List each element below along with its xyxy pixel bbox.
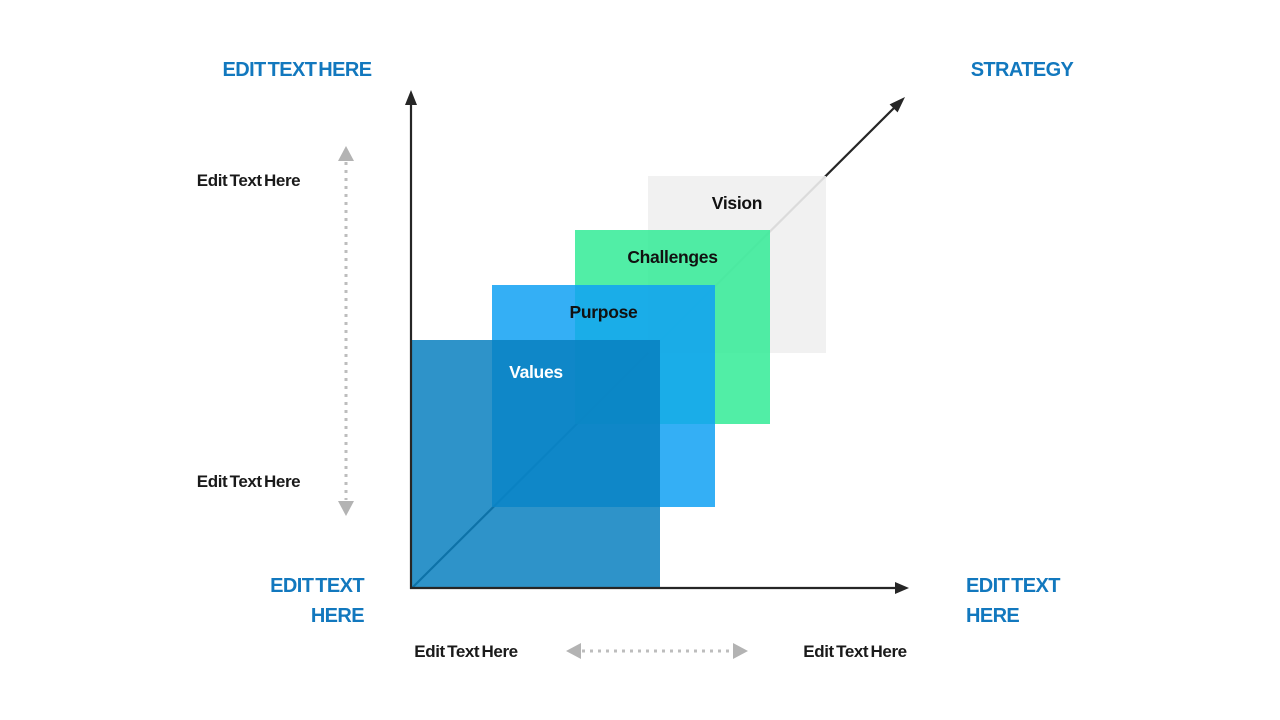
vertical-range-down-arrowhead-icon [338, 501, 354, 516]
purpose-label[interactable]: Purpose [569, 302, 638, 322]
horizontal-range-left-arrowhead-icon [566, 643, 581, 659]
x-axis-arrowhead-icon [895, 582, 909, 594]
vertical-range-up-arrowhead-icon [338, 146, 354, 161]
top-left-header-placeholder[interactable]: EDIT TEXT HERE [222, 59, 373, 81]
bottom-left-corner-header[interactable]: EDIT TEXT HERE [164, 571, 364, 631]
values-label[interactable]: Values [509, 362, 563, 382]
challenges-label[interactable]: Challenges [627, 247, 718, 267]
bottom-right-corner-header[interactable]: EDIT TEXT HERE [966, 571, 1166, 631]
horizontal-range-right-arrowhead-icon [733, 643, 748, 659]
bottom-axis-right-placeholder[interactable]: Edit Text Here [803, 642, 907, 661]
bottom-axis-left-placeholder[interactable]: Edit Text Here [414, 642, 518, 661]
values-square[interactable]: Values [412, 340, 660, 588]
diagonal-arrowhead-icon [889, 97, 905, 113]
left-axis-bottom-placeholder[interactable]: Edit Text Here [196, 472, 301, 491]
bottom-right-corner-line1: EDIT TEXT [966, 575, 1060, 597]
left-axis-top-placeholder[interactable]: Edit Text Here [196, 171, 301, 190]
bottom-right-corner-line2: HERE [966, 605, 1020, 627]
strategy-header[interactable]: STRATEGY [970, 59, 1074, 81]
bottom-left-corner-line2: HERE [310, 605, 365, 627]
vision-label[interactable]: Vision [711, 193, 763, 213]
y-axis-arrowhead-icon [405, 90, 417, 105]
bottom-left-corner-line1: EDIT TEXT [270, 575, 364, 597]
